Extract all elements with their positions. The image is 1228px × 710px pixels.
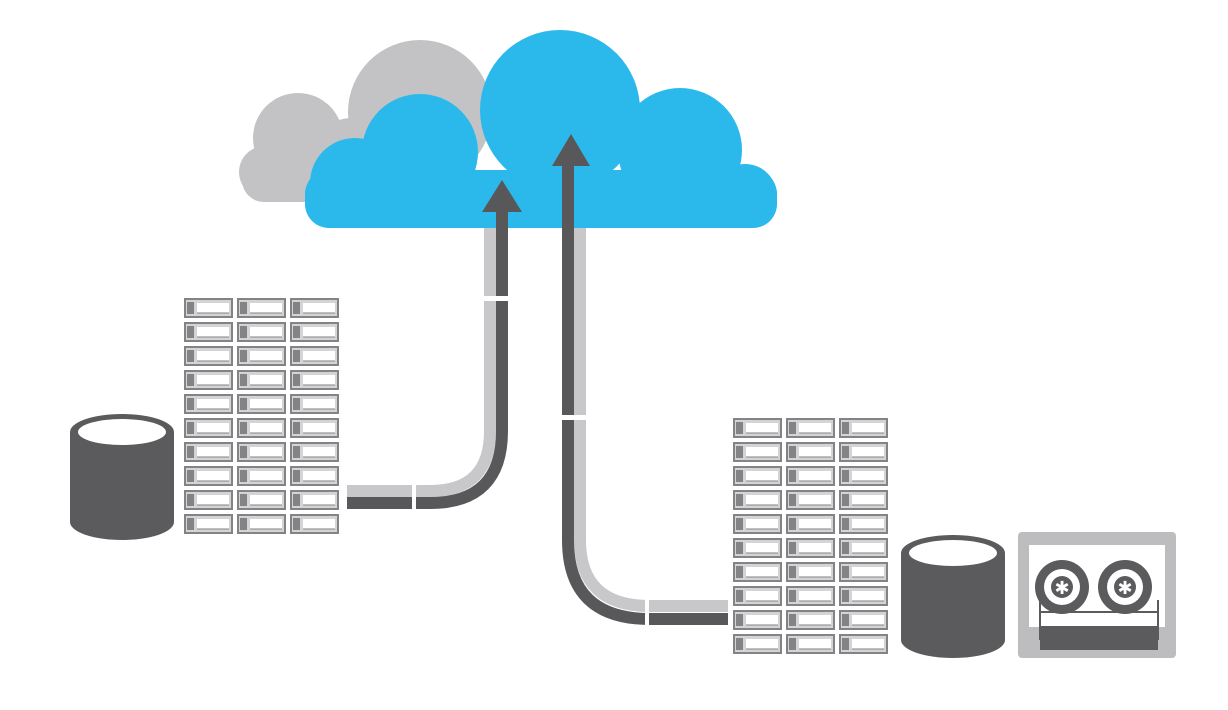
server-unit-icon (184, 514, 233, 534)
right-arrow-up-icon (552, 134, 590, 166)
server-unit-icon (184, 322, 233, 342)
server-unit-icon (184, 394, 233, 414)
server-unit-icon (733, 586, 782, 606)
server-unit-icon (733, 490, 782, 510)
server-unit-icon (733, 442, 782, 462)
server-unit-icon (733, 562, 782, 582)
server-unit-icon (786, 586, 835, 606)
server-unit-icon (237, 322, 286, 342)
server-unit-icon (839, 610, 888, 630)
server-unit-icon (184, 418, 233, 438)
server-unit-icon (733, 418, 782, 438)
server-unit-icon (786, 442, 835, 462)
server-unit-icon (237, 490, 286, 510)
server-unit-icon (786, 418, 835, 438)
server-unit-icon (839, 514, 888, 534)
server-unit-icon (839, 562, 888, 582)
server-unit-icon (290, 370, 339, 390)
server-unit-icon (290, 394, 339, 414)
server-unit-icon (237, 514, 286, 534)
server-unit-icon (290, 418, 339, 438)
server-unit-icon (786, 538, 835, 558)
server-unit-icon (733, 514, 782, 534)
server-unit-icon (290, 346, 339, 366)
server-unit-icon (786, 634, 835, 654)
server-unit-icon (184, 346, 233, 366)
server-unit-icon (184, 298, 233, 318)
svg-text:✱: ✱ (1054, 578, 1069, 599)
server-unit-icon (290, 466, 339, 486)
server-unit-icon (184, 442, 233, 462)
server-unit-icon (184, 370, 233, 390)
server-unit-icon (786, 466, 835, 486)
server-unit-icon (237, 346, 286, 366)
server-unit-icon (839, 634, 888, 654)
left-arrow-up-icon (482, 180, 522, 212)
tape-reel-left-icon: ✱ (1035, 560, 1089, 614)
server-unit-icon (237, 442, 286, 462)
server-unit-icon (733, 634, 782, 654)
tape-cartridge-icon: ✱ ✱ (1018, 532, 1176, 658)
server-unit-icon (733, 538, 782, 558)
server-unit-icon (839, 586, 888, 606)
server-unit-icon (237, 394, 286, 414)
server-unit-icon (237, 298, 286, 318)
server-unit-icon (290, 490, 339, 510)
server-unit-icon (290, 442, 339, 462)
server-unit-icon (184, 466, 233, 486)
server-unit-icon (290, 322, 339, 342)
server-unit-icon (839, 490, 888, 510)
right-server-rack-icon (733, 418, 888, 654)
left-upload-connector (347, 210, 508, 510)
server-unit-icon (839, 538, 888, 558)
primary-cloud-icon (305, 30, 777, 228)
server-unit-icon (290, 514, 339, 534)
server-unit-icon (786, 610, 835, 630)
server-unit-icon (839, 442, 888, 462)
left-server-rack-icon (184, 298, 339, 534)
right-database-cylinder-icon (901, 535, 1005, 658)
server-unit-icon (733, 466, 782, 486)
server-unit-icon (786, 562, 835, 582)
server-unit-icon (237, 370, 286, 390)
server-unit-icon (786, 490, 835, 510)
tape-reel-right-icon: ✱ (1098, 560, 1152, 614)
server-unit-icon (839, 418, 888, 438)
server-unit-icon (184, 490, 233, 510)
server-unit-icon (237, 418, 286, 438)
server-unit-icon (237, 466, 286, 486)
right-upload-connector (562, 165, 728, 626)
server-unit-icon (290, 298, 339, 318)
server-unit-icon (839, 466, 888, 486)
server-unit-icon (786, 514, 835, 534)
left-database-cylinder-icon (70, 414, 174, 540)
server-unit-icon (733, 610, 782, 630)
svg-text:✱: ✱ (1117, 578, 1132, 599)
